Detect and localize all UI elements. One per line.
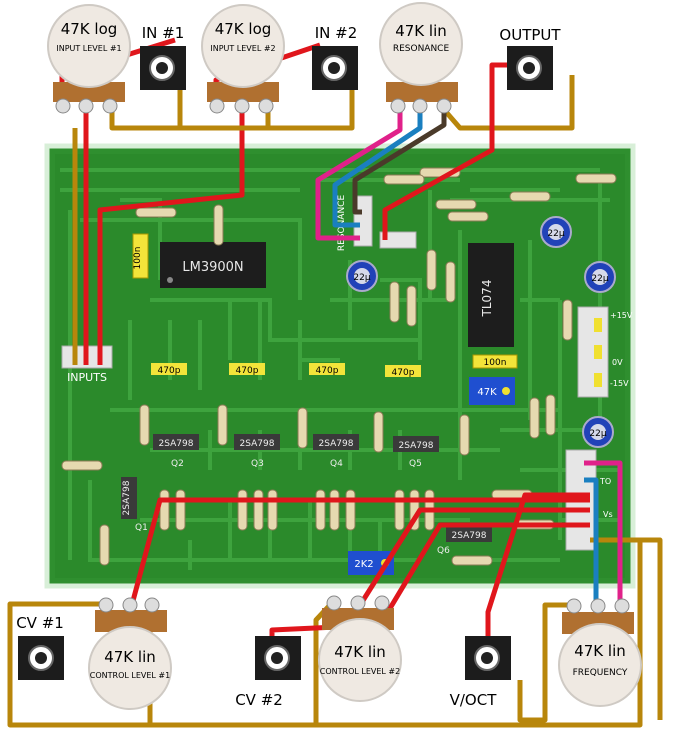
pot-control-level-1[interactable]: 47K lin CONTROL LEVEL #1 [88, 597, 172, 710]
jack-in-1-label: IN #1 [142, 24, 185, 42]
svg-text:+15V: +15V [610, 311, 633, 320]
pot-input-level-1[interactable]: 47K log INPUT LEVEL #1 [47, 4, 131, 114]
svg-text:470p: 470p [236, 366, 259, 376]
pot-control-level-2[interactable]: 47K lin CONTROL LEVEL #2 [318, 595, 402, 702]
ic-lm3900-label: LM3900N [182, 260, 243, 275]
svg-text:-15V: -15V [610, 379, 629, 388]
pot-input-level-1-name: INPUT LEVEL #1 [56, 44, 121, 53]
svg-text:100n: 100n [133, 247, 143, 270]
ic-lm3900: LM3900N [160, 242, 266, 288]
pot-frequency-value: 47K lin [574, 642, 626, 660]
jack-cv-2-label: CV #2 [235, 691, 283, 709]
svg-text:0V: 0V [612, 358, 623, 367]
svg-text:2SA798: 2SA798 [452, 531, 487, 541]
svg-text:22µ: 22µ [591, 274, 608, 284]
jack-in-2-label: IN #2 [315, 24, 358, 42]
svg-text:470p: 470p [316, 366, 339, 376]
svg-text:470p: 470p [392, 368, 415, 378]
svg-text:Q6: Q6 [437, 546, 450, 556]
jack-cv-2[interactable]: CV #2 [235, 636, 301, 709]
jack-output[interactable]: OUTPUT [499, 26, 561, 90]
svg-text:2SA798: 2SA798 [399, 441, 434, 451]
svg-text:22µ: 22µ [353, 273, 370, 283]
ic-tl074-label: TL074 [480, 280, 494, 318]
jack-voct-label: V/OCT [450, 691, 498, 709]
pot-resonance-value: 47K lin [395, 22, 447, 40]
svg-text:Q5: Q5 [409, 459, 422, 469]
svg-text:2SA798: 2SA798 [319, 439, 354, 449]
svg-text:2SA798: 2SA798 [240, 439, 275, 449]
cap-100n-b: 100n [472, 354, 518, 369]
jack-in-1[interactable]: IN #1 [140, 24, 186, 90]
pot-resonance[interactable]: 47K lin RESONANCE [379, 2, 463, 114]
pot-input-level-2[interactable]: 47K log INPUT LEVEL #2 [201, 4, 285, 114]
svg-text:Q2: Q2 [171, 459, 184, 469]
pot-input-level-2-name: INPUT LEVEL #2 [210, 44, 275, 53]
power-header: +15V 0V -15V [577, 306, 633, 398]
svg-text:47K: 47K [477, 387, 497, 398]
pot-input-level-2-value: 47K log [215, 20, 272, 38]
jack-output-label: OUTPUT [499, 26, 561, 44]
cap-100n-a: 100n [132, 233, 149, 279]
transistors: 2SA798 2SA798 2SA798 2SA798 2SA798 2SA79… [121, 434, 492, 556]
jack-cv-1-label: CV #1 [16, 614, 64, 632]
svg-text:Q3: Q3 [251, 459, 264, 469]
pot-input-level-1-value: 47K log [61, 20, 118, 38]
pot-frequency-name: FREQUENCY [573, 668, 628, 678]
svg-text:Q4: Q4 [330, 459, 343, 469]
caps-22u: 22µ 22µ 22µ 22µ [346, 216, 616, 448]
jack-voct[interactable]: V/OCT [450, 636, 511, 709]
pot-resonance-name: RESONANCE [393, 44, 450, 54]
pot-control-level-2-value: 47K lin [334, 643, 386, 661]
pot-control-level-1-value: 47K lin [104, 648, 156, 666]
pot-control-level-2-name: CONTROL LEVEL #2 [320, 667, 400, 676]
svg-text:22µ: 22µ [589, 429, 606, 439]
svg-text:Q1: Q1 [135, 523, 148, 533]
pot-control-level-1-name: CONTROL LEVEL #1 [90, 671, 170, 680]
trimmer-47k: 47K [469, 377, 515, 405]
svg-text:2SA798: 2SA798 [122, 480, 132, 515]
svg-text:2K2: 2K2 [354, 559, 373, 570]
svg-text:100n: 100n [484, 358, 507, 368]
svg-text:INPUTS: INPUTS [67, 371, 107, 384]
svg-text:470p: 470p [158, 366, 181, 376]
svg-text:22µ: 22µ [547, 229, 564, 239]
ic-tl074: TL074 [468, 243, 514, 347]
svg-text:TO: TO [599, 477, 611, 486]
svg-text:2SA798: 2SA798 [159, 439, 194, 449]
jack-in-2[interactable]: IN #2 [312, 24, 358, 90]
svg-text:Vs: Vs [603, 510, 613, 519]
pot-frequency[interactable]: 47K lin FREQUENCY [558, 598, 642, 707]
caps-470p: 470p 470p 470p 470p [151, 363, 421, 378]
jack-cv-1[interactable]: CV #1 [16, 614, 64, 680]
